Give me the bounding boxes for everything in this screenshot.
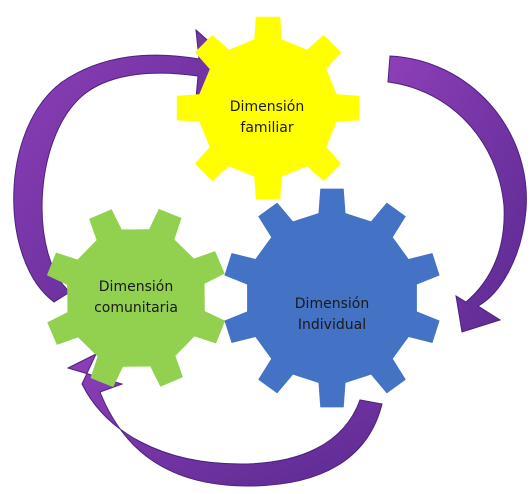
- gear-familiar: [176, 16, 360, 200]
- gear-comunitaria-label: Dimensión comunitaria: [94, 279, 178, 316]
- arrow-individual-to-comunitaria: [66, 352, 383, 487]
- individual-label-line2: Individual: [298, 317, 366, 333]
- comunitaria-label-line1: Dimensión: [99, 279, 173, 295]
- gear-individual: [224, 188, 440, 408]
- gear-familiar-label: Dimensión familiar: [230, 99, 304, 136]
- gears-group: [46, 16, 440, 408]
- familiar-label-line1: Dimensión: [230, 99, 304, 115]
- gear-comunitaria: [46, 208, 226, 388]
- arrow-familiar-to-individual: [387, 55, 527, 333]
- gear-individual-label: Dimensión Individual: [295, 296, 369, 333]
- individual-label-line1: Dimensión: [295, 296, 369, 312]
- familiar-label-line2: familiar: [240, 120, 293, 136]
- comunitaria-label-line2: comunitaria: [94, 300, 178, 316]
